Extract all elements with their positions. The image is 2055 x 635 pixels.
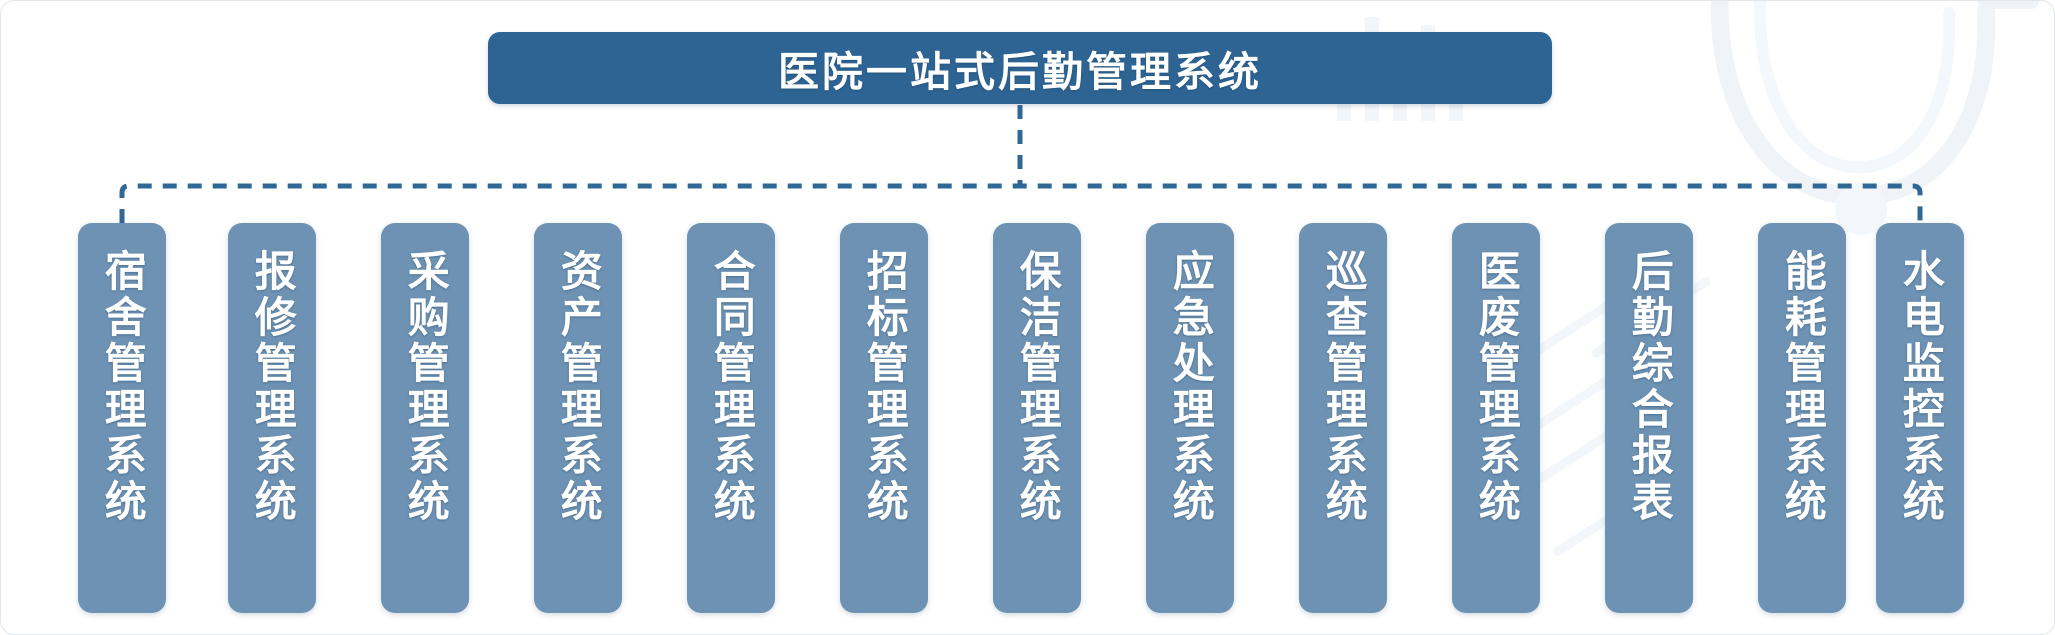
leaf-node-label: 巡查管理系统 bbox=[1320, 249, 1368, 525]
leaf-node-label: 采购管理系统 bbox=[402, 249, 450, 525]
leaf-node-bidding[interactable]: 招标管理系统 bbox=[840, 223, 928, 613]
leaf-node-procurement[interactable]: 采购管理系统 bbox=[381, 223, 469, 613]
leaf-node-asset[interactable]: 资产管理系统 bbox=[534, 223, 622, 613]
leaf-row: 宿舍管理系统 报修管理系统 采购管理系统 资产管理系统 合同管理系统 招标管理系… bbox=[1, 223, 2054, 615]
leaf-node-label: 合同管理系统 bbox=[708, 249, 756, 525]
leaf-node-dormitory[interactable]: 宿舍管理系统 bbox=[78, 223, 166, 613]
leaf-node-label: 资产管理系统 bbox=[555, 249, 603, 525]
leaf-node-cleaning[interactable]: 保洁管理系统 bbox=[993, 223, 1081, 613]
leaf-node-inspection[interactable]: 巡查管理系统 bbox=[1299, 223, 1387, 613]
leaf-node-label: 应急处理系统 bbox=[1167, 249, 1215, 525]
leaf-node-label: 报修管理系统 bbox=[249, 249, 297, 525]
leaf-node-label: 招标管理系统 bbox=[861, 249, 909, 525]
leaf-node-label: 医废管理系统 bbox=[1473, 249, 1521, 525]
leaf-node-repair[interactable]: 报修管理系统 bbox=[228, 223, 316, 613]
root-node-label: 医院一站式后勤管理系统 bbox=[778, 49, 1262, 95]
leaf-node-label: 宿舍管理系统 bbox=[99, 249, 147, 525]
leaf-node-label: 后勤综合报表 bbox=[1626, 249, 1674, 525]
leaf-node-energy[interactable]: 能耗管理系统 bbox=[1758, 223, 1846, 613]
leaf-node-label: 水电监控系统 bbox=[1897, 249, 1945, 525]
leaf-node-medical-waste[interactable]: 医废管理系统 bbox=[1452, 223, 1540, 613]
connector-bus bbox=[119, 183, 1923, 223]
root-node[interactable]: 医院一站式后勤管理系统 bbox=[488, 32, 1552, 104]
leaf-node-water-power[interactable]: 水电监控系统 bbox=[1876, 223, 1964, 613]
leaf-node-logistics-report[interactable]: 后勤综合报表 bbox=[1605, 223, 1693, 613]
leaf-node-label: 能耗管理系统 bbox=[1779, 249, 1827, 525]
leaf-node-label: 保洁管理系统 bbox=[1014, 249, 1062, 525]
leaf-node-emergency[interactable]: 应急处理系统 bbox=[1146, 223, 1234, 613]
leaf-node-contract[interactable]: 合同管理系统 bbox=[687, 223, 775, 613]
